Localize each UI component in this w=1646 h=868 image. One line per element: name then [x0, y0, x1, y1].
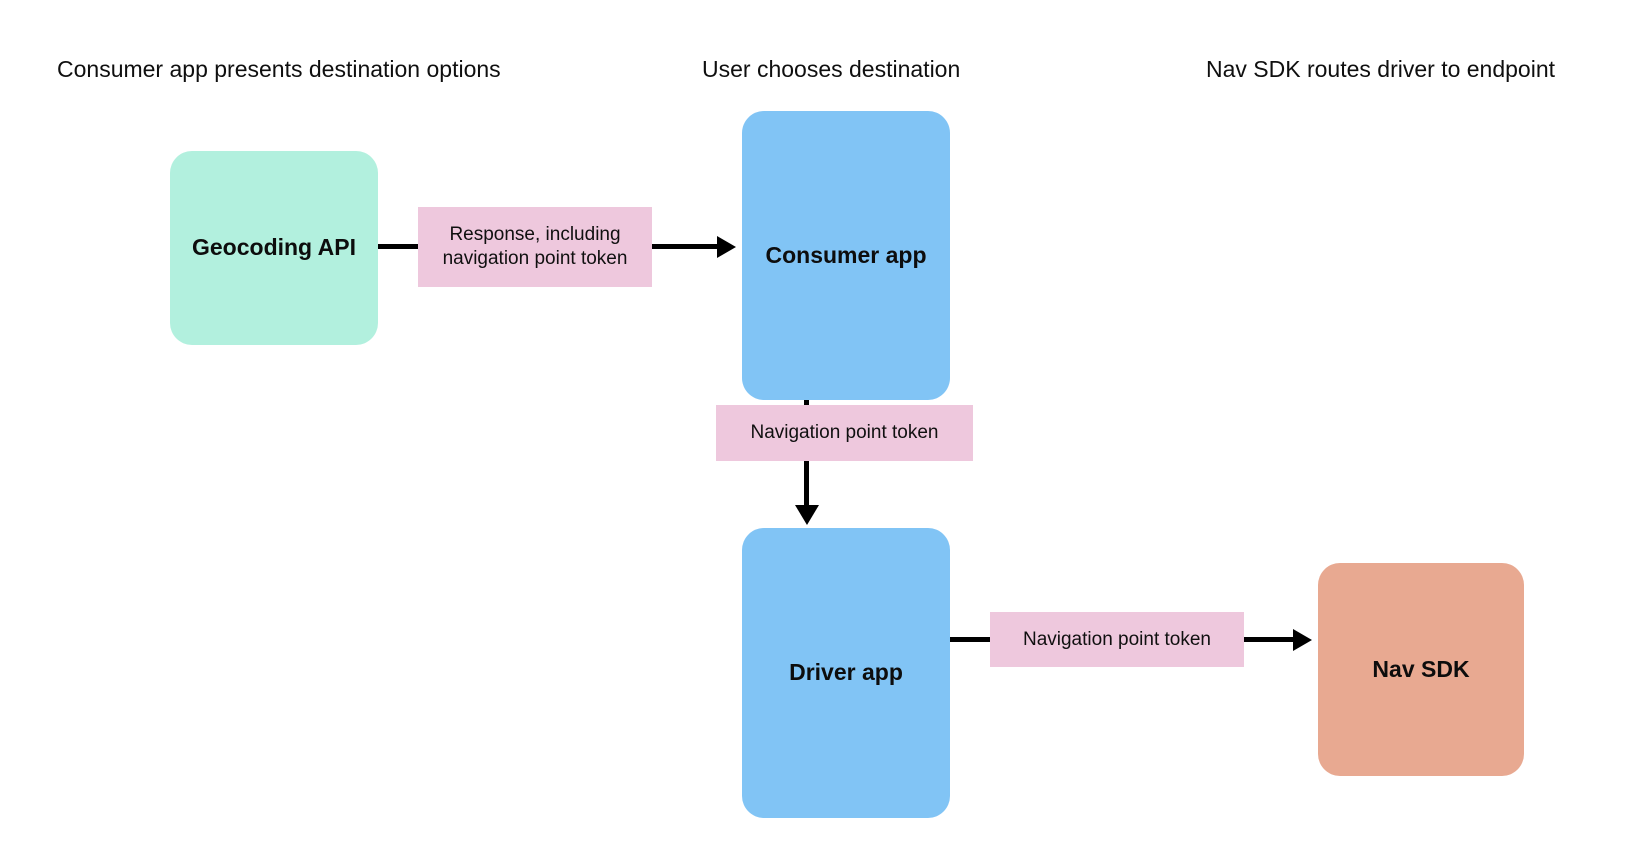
node-nav-sdk[interactable]: Nav SDK — [1318, 563, 1524, 776]
edge-label-navigation-point-token-driver-to-nav-sdk: Navigation point token — [990, 612, 1244, 667]
column-heading-nav-sdk-routes-driver-to-endpoint: Nav SDK routes driver to endpoint — [1206, 56, 1556, 82]
connector-line-consumer-app-to-token-label — [804, 400, 809, 409]
arrowhead-right-icon-to-nav-sdk — [1293, 629, 1312, 651]
connector-line-response-label-to-consumer-app — [652, 244, 724, 249]
arrowhead-down-icon-to-driver-app — [795, 505, 819, 525]
node-geocoding-api[interactable]: Geocoding API — [170, 151, 378, 345]
node-driver-app[interactable]: Driver app — [742, 528, 950, 818]
column-heading-consumer-app-presents-destination-options: Consumer app presents destination option… — [57, 56, 501, 82]
connector-line-token-label-to-nav-sdk — [1244, 637, 1300, 642]
connector-line-driver-app-to-token-label — [950, 637, 992, 642]
node-consumer-app[interactable]: Consumer app — [742, 111, 950, 400]
connector-line-token-label-to-driver-app — [804, 461, 809, 509]
edge-label-response-including-navigation-point-token: Response, including navigation point tok… — [418, 207, 652, 287]
column-heading-user-chooses-destination: User chooses destination — [702, 56, 961, 82]
arrowhead-right-icon-to-consumer-app — [717, 236, 736, 258]
edge-label-navigation-point-token-consumer-to-driver: Navigation point token — [716, 405, 973, 461]
connector-line-geocoding-to-response-label — [378, 244, 420, 249]
